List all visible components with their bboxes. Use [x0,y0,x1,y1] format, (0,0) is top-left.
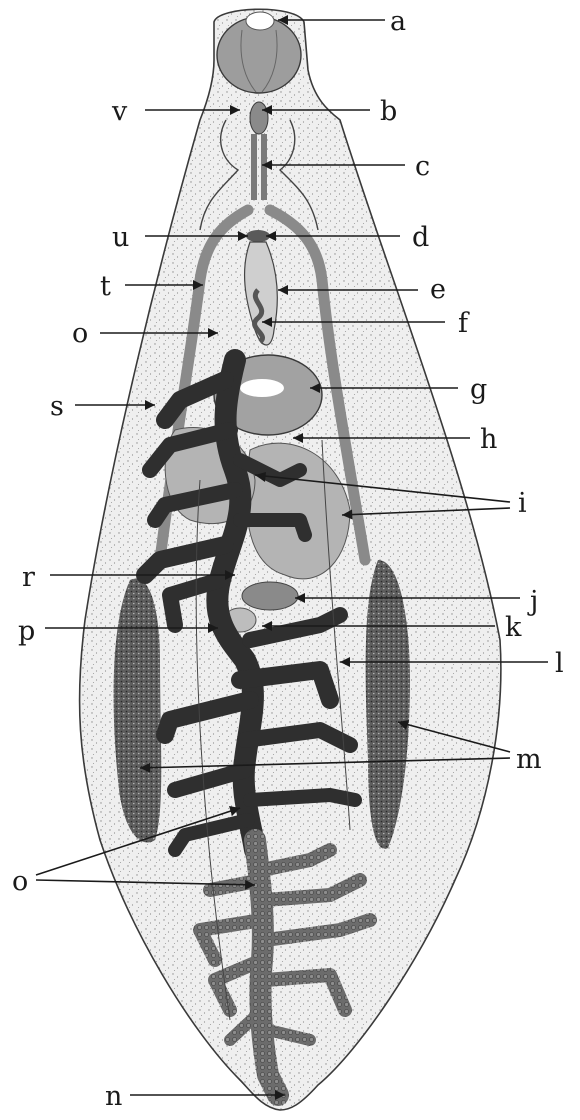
svg-text:d: d [412,222,429,253]
svg-text:j: j [527,586,538,617]
svg-text:o: o [72,318,88,349]
svg-text:s: s [50,391,64,422]
svg-text:f: f [458,308,470,339]
svg-text:l: l [555,648,564,679]
svg-text:o: o [12,866,28,897]
svg-text:v: v [111,96,128,127]
svg-text:p: p [18,616,35,647]
svg-text:e: e [430,274,446,305]
svg-text:c: c [415,151,430,182]
svg-text:k: k [505,612,522,643]
svg-text:n: n [105,1081,122,1112]
svg-text:t: t [100,271,111,302]
svg-text:h: h [480,424,497,455]
oral-sucker-aperture [246,12,274,30]
svg-text:u: u [112,222,129,253]
ventral-sucker-aperture [240,379,284,397]
svg-text:m: m [516,744,542,775]
svg-text:b: b [380,96,397,127]
svg-text:r: r [22,562,35,593]
svg-text:g: g [470,374,487,405]
pharynx [250,102,268,134]
svg-text:i: i [518,488,527,519]
ovary [242,582,298,610]
svg-text:a: a [390,6,406,37]
